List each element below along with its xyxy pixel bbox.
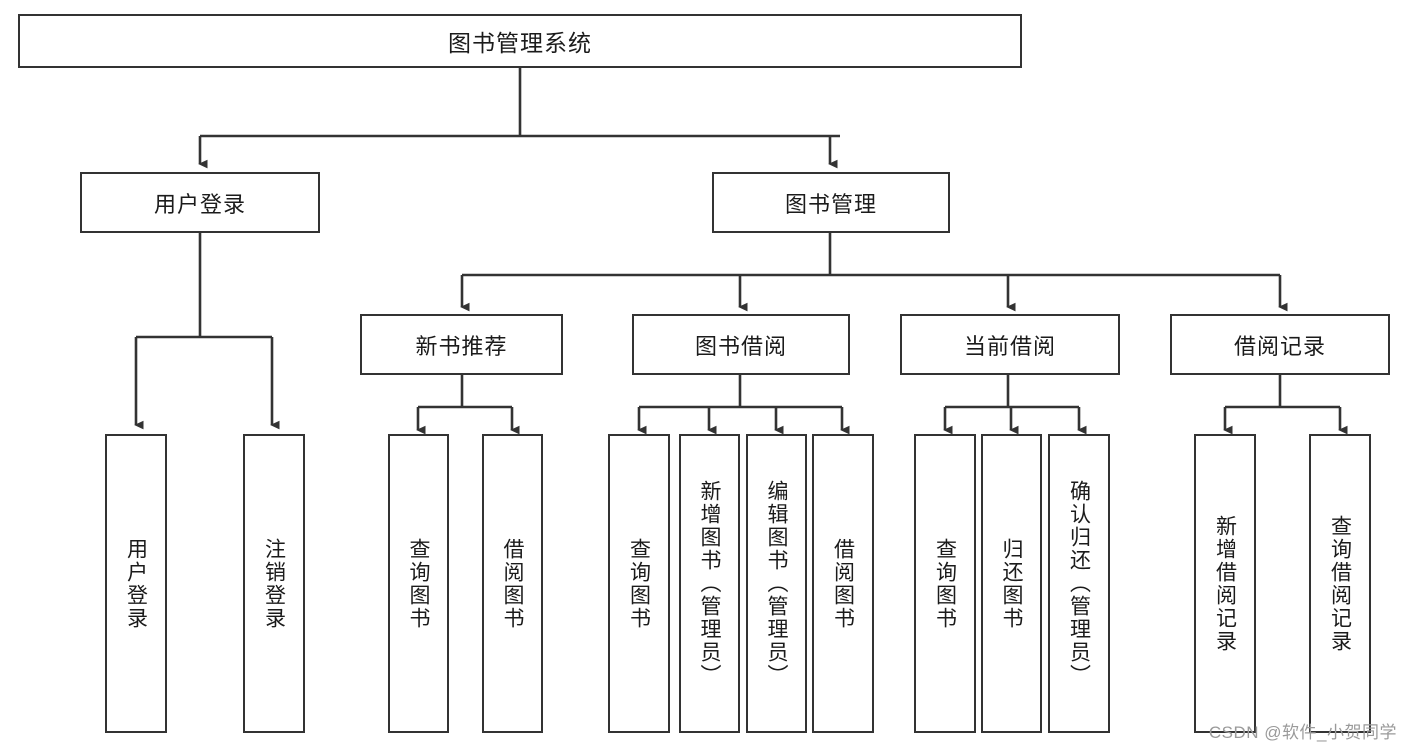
leaf-edit-book-admin[interactable]: 编辑图书（管理员） bbox=[746, 434, 807, 733]
leaf-confirm-return-admin[interactable]: 确认归还（管理员） bbox=[1048, 434, 1110, 733]
node-label: 借阅图书 bbox=[501, 537, 524, 630]
node-label: 图书管理系统 bbox=[448, 30, 592, 56]
node-label: 注销登录 bbox=[262, 537, 286, 630]
node-book-management[interactable]: 图书管理 bbox=[712, 172, 950, 233]
leaf-add-book-admin[interactable]: 新增图书（管理员） bbox=[679, 434, 740, 733]
leaf-query-book-recommend[interactable]: 查询图书 bbox=[388, 434, 449, 733]
leaf-query-borrow-record[interactable]: 查询借阅记录 bbox=[1309, 434, 1371, 733]
node-label: 查询图书 bbox=[933, 537, 957, 630]
node-label: 归还图书 bbox=[1000, 537, 1023, 630]
watermark-text: CSDN @软件_小贺同学 bbox=[1208, 723, 1397, 742]
node-new-book-recommend[interactable]: 新书推荐 bbox=[360, 314, 563, 375]
node-borrow-record[interactable]: 借阅记录 bbox=[1170, 314, 1390, 375]
node-label: 借阅图书 bbox=[831, 537, 855, 630]
node-label: 借阅记录 bbox=[1233, 333, 1326, 359]
leaf-borrow-book[interactable]: 借阅图书 bbox=[812, 434, 874, 733]
leaf-user-login[interactable]: 用户登录 bbox=[105, 434, 167, 733]
node-label: 图书管理 bbox=[784, 191, 877, 217]
node-current-borrow[interactable]: 当前借阅 bbox=[900, 314, 1120, 375]
leaf-query-book-borrow[interactable]: 查询图书 bbox=[608, 434, 670, 733]
node-book-borrow[interactable]: 图书借阅 bbox=[632, 314, 850, 375]
node-label: 编辑图书（管理员） bbox=[765, 480, 788, 687]
leaf-logout-login[interactable]: 注销登录 bbox=[243, 434, 305, 733]
node-label: 用户登录 bbox=[124, 537, 148, 630]
leaf-return-book[interactable]: 归还图书 bbox=[981, 434, 1042, 733]
node-label: 查询借阅记录 bbox=[1328, 514, 1352, 653]
node-label: 确认归还（管理员） bbox=[1067, 480, 1091, 687]
node-root-book-management-system[interactable]: 图书管理系统 bbox=[18, 14, 1022, 68]
node-label: 新增图书（管理员） bbox=[698, 480, 721, 687]
node-label: 新书推荐 bbox=[415, 333, 508, 359]
node-label: 新增借阅记录 bbox=[1213, 514, 1237, 653]
node-label: 图书借阅 bbox=[694, 333, 787, 359]
leaf-borrow-book-recommend[interactable]: 借阅图书 bbox=[482, 434, 543, 733]
node-user-login[interactable]: 用户登录 bbox=[80, 172, 320, 233]
leaf-query-book-current[interactable]: 查询图书 bbox=[914, 434, 976, 733]
node-label: 查询图书 bbox=[407, 537, 430, 630]
node-label: 查询图书 bbox=[627, 537, 651, 630]
node-label: 用户登录 bbox=[153, 191, 246, 217]
node-label: 当前借阅 bbox=[963, 333, 1056, 359]
leaf-add-borrow-record[interactable]: 新增借阅记录 bbox=[1194, 434, 1256, 733]
